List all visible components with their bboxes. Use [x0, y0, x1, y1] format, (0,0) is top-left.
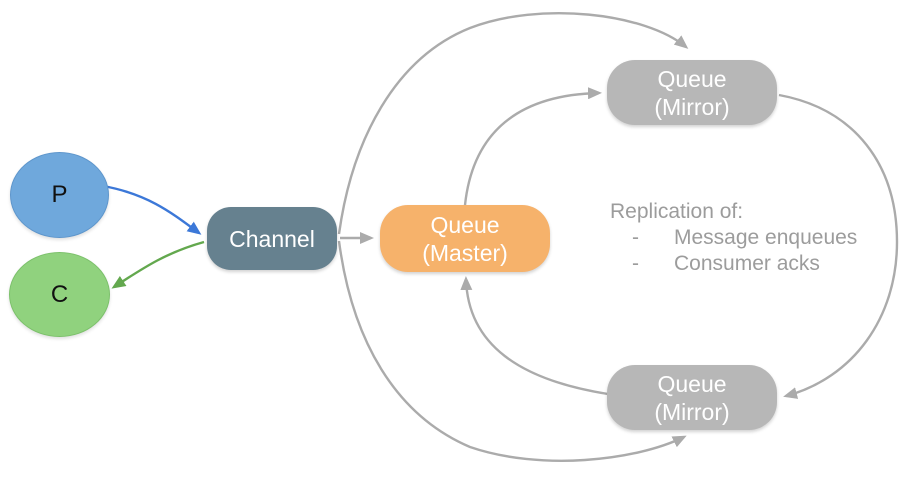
edge-channel-to-mirror-top-outer — [337, 11, 689, 235]
edge-channel-to-mirror-bottom-outer — [337, 240, 687, 462]
node-queue-mirror-top: Queue (Mirror) — [607, 60, 777, 125]
replication-annotation: Replication of: - Message enqueues - Consu… — [610, 199, 857, 277]
node-queue-mirror-bottom-label-line2: (Mirror) — [654, 398, 730, 425]
node-queue-mirror-top-label-line1: Queue — [657, 65, 727, 92]
edge-master-to-mirror-top — [463, 87, 602, 206]
node-queue-master: Queue (Master) — [380, 205, 550, 272]
node-producer: P — [10, 152, 109, 238]
edge-mirror-bottom-to-master — [460, 276, 609, 396]
annotation-heading: Replication of: — [610, 200, 744, 223]
annotation-bullet-2: - Consumer acks — [610, 251, 857, 277]
edge-mirror-top-to-mirror-bottom — [778, 93, 899, 399]
annotation-bullet-1: - Message enqueues — [610, 225, 857, 251]
node-queue-mirror-bottom-label-line1: Queue — [657, 370, 727, 397]
node-queue-master-label-line2: (Master) — [422, 239, 508, 266]
node-queue-master-label-line1: Queue — [430, 211, 500, 238]
annotation-bullet-2-text: Consumer acks — [674, 252, 820, 275]
annotation-bullet-1-text: Message enqueues — [674, 226, 858, 249]
node-consumer: C — [9, 252, 110, 337]
node-queue-mirror-bottom: Queue (Mirror) — [607, 365, 777, 430]
node-channel: Channel — [207, 207, 337, 270]
node-queue-mirror-top-label-line2: (Mirror) — [654, 93, 730, 120]
annotation-bullet-2-marker: - — [632, 252, 639, 275]
node-consumer-label: C — [50, 280, 69, 308]
edge-producer-to-channel — [102, 184, 202, 235]
node-producer-label: P — [51, 181, 68, 208]
node-channel-label: Channel — [229, 225, 315, 252]
edge-channel-to-consumer — [111, 240, 205, 289]
annotation-bullet-1-marker: - — [632, 226, 639, 249]
